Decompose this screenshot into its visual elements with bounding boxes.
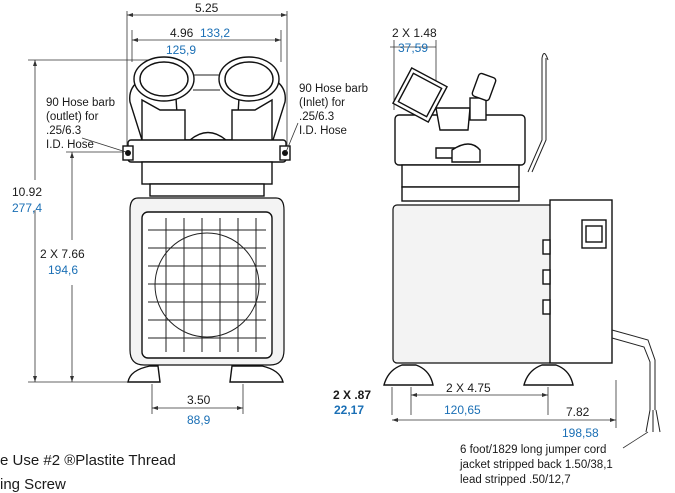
depth-in: 7.82 <box>566 405 590 419</box>
outlet-callout: 90 Hose barb (outlet) for .25/6.3 I.D. H… <box>46 97 115 151</box>
outlet-line-3: .25/6.3 <box>46 125 81 137</box>
outlet-line-1: 90 Hose barb <box>46 97 115 109</box>
depth-mm: 198,58 <box>562 426 599 440</box>
cord-callout: 6 foot/1829 long jumper cord jacket stri… <box>459 444 613 486</box>
head-width-mm: 125,9 <box>166 43 196 57</box>
cord-line-3: lead stripped .50/12,7 <box>460 474 571 486</box>
dimension-labels: 5.25 133,2 4.96 125,9 10.92 277,4 2 X 7.… <box>12 1 599 440</box>
inlet-line-2: (Inlet) for <box>299 97 345 109</box>
foot-spacing-front-mm: 88,9 <box>187 413 211 427</box>
inlet-callout: 90 Hose barb (Inlet) for .25/6.3 I.D. Ho… <box>299 83 368 137</box>
outlet-line-4: I.D. Hose <box>46 139 94 151</box>
barb-offset-in: 2 X 1.48 <box>392 26 437 40</box>
footnote-line-2: ing Screw <box>0 476 66 493</box>
footnote-line-1: e Use #2 ®Plastite Thread <box>0 452 176 469</box>
mount-height-in: 2 X 7.66 <box>40 247 85 261</box>
cord-line-1: 6 foot/1829 long jumper cord <box>460 444 606 456</box>
foot-offset-mm: 22,17 <box>334 403 364 417</box>
head-width-in: 4.96 <box>170 26 194 40</box>
barb-offset-mm: 37,59 <box>398 41 428 55</box>
foot-offset-in: 2 X .87 <box>333 388 371 402</box>
foot-spacing-front-in: 3.50 <box>187 393 211 407</box>
footnote: e Use #2 ®Plastite Thread ing Screw <box>0 452 176 493</box>
side-view <box>383 40 661 449</box>
height-mm: 277,4 <box>12 201 42 215</box>
inlet-line-3: .25/6.3 <box>299 111 334 123</box>
mount-height-mm: 194,6 <box>48 263 78 277</box>
outlet-line-2: (outlet) for <box>46 111 99 123</box>
overall-width-in: 5.25 <box>195 1 219 15</box>
front-view <box>28 11 299 414</box>
foot-spacing-side-mm: 120,65 <box>444 403 481 417</box>
inlet-line-4: I.D. Hose <box>299 125 347 137</box>
overall-width-mm: 133,2 <box>200 26 230 40</box>
inlet-line-1: 90 Hose barb <box>299 83 368 95</box>
foot-spacing-side-in: 2 X 4.75 <box>446 381 491 395</box>
fan-grille <box>148 218 266 352</box>
cord-line-2: jacket stripped back 1.50/38,1 <box>459 459 613 471</box>
height-in: 10.92 <box>12 185 42 199</box>
